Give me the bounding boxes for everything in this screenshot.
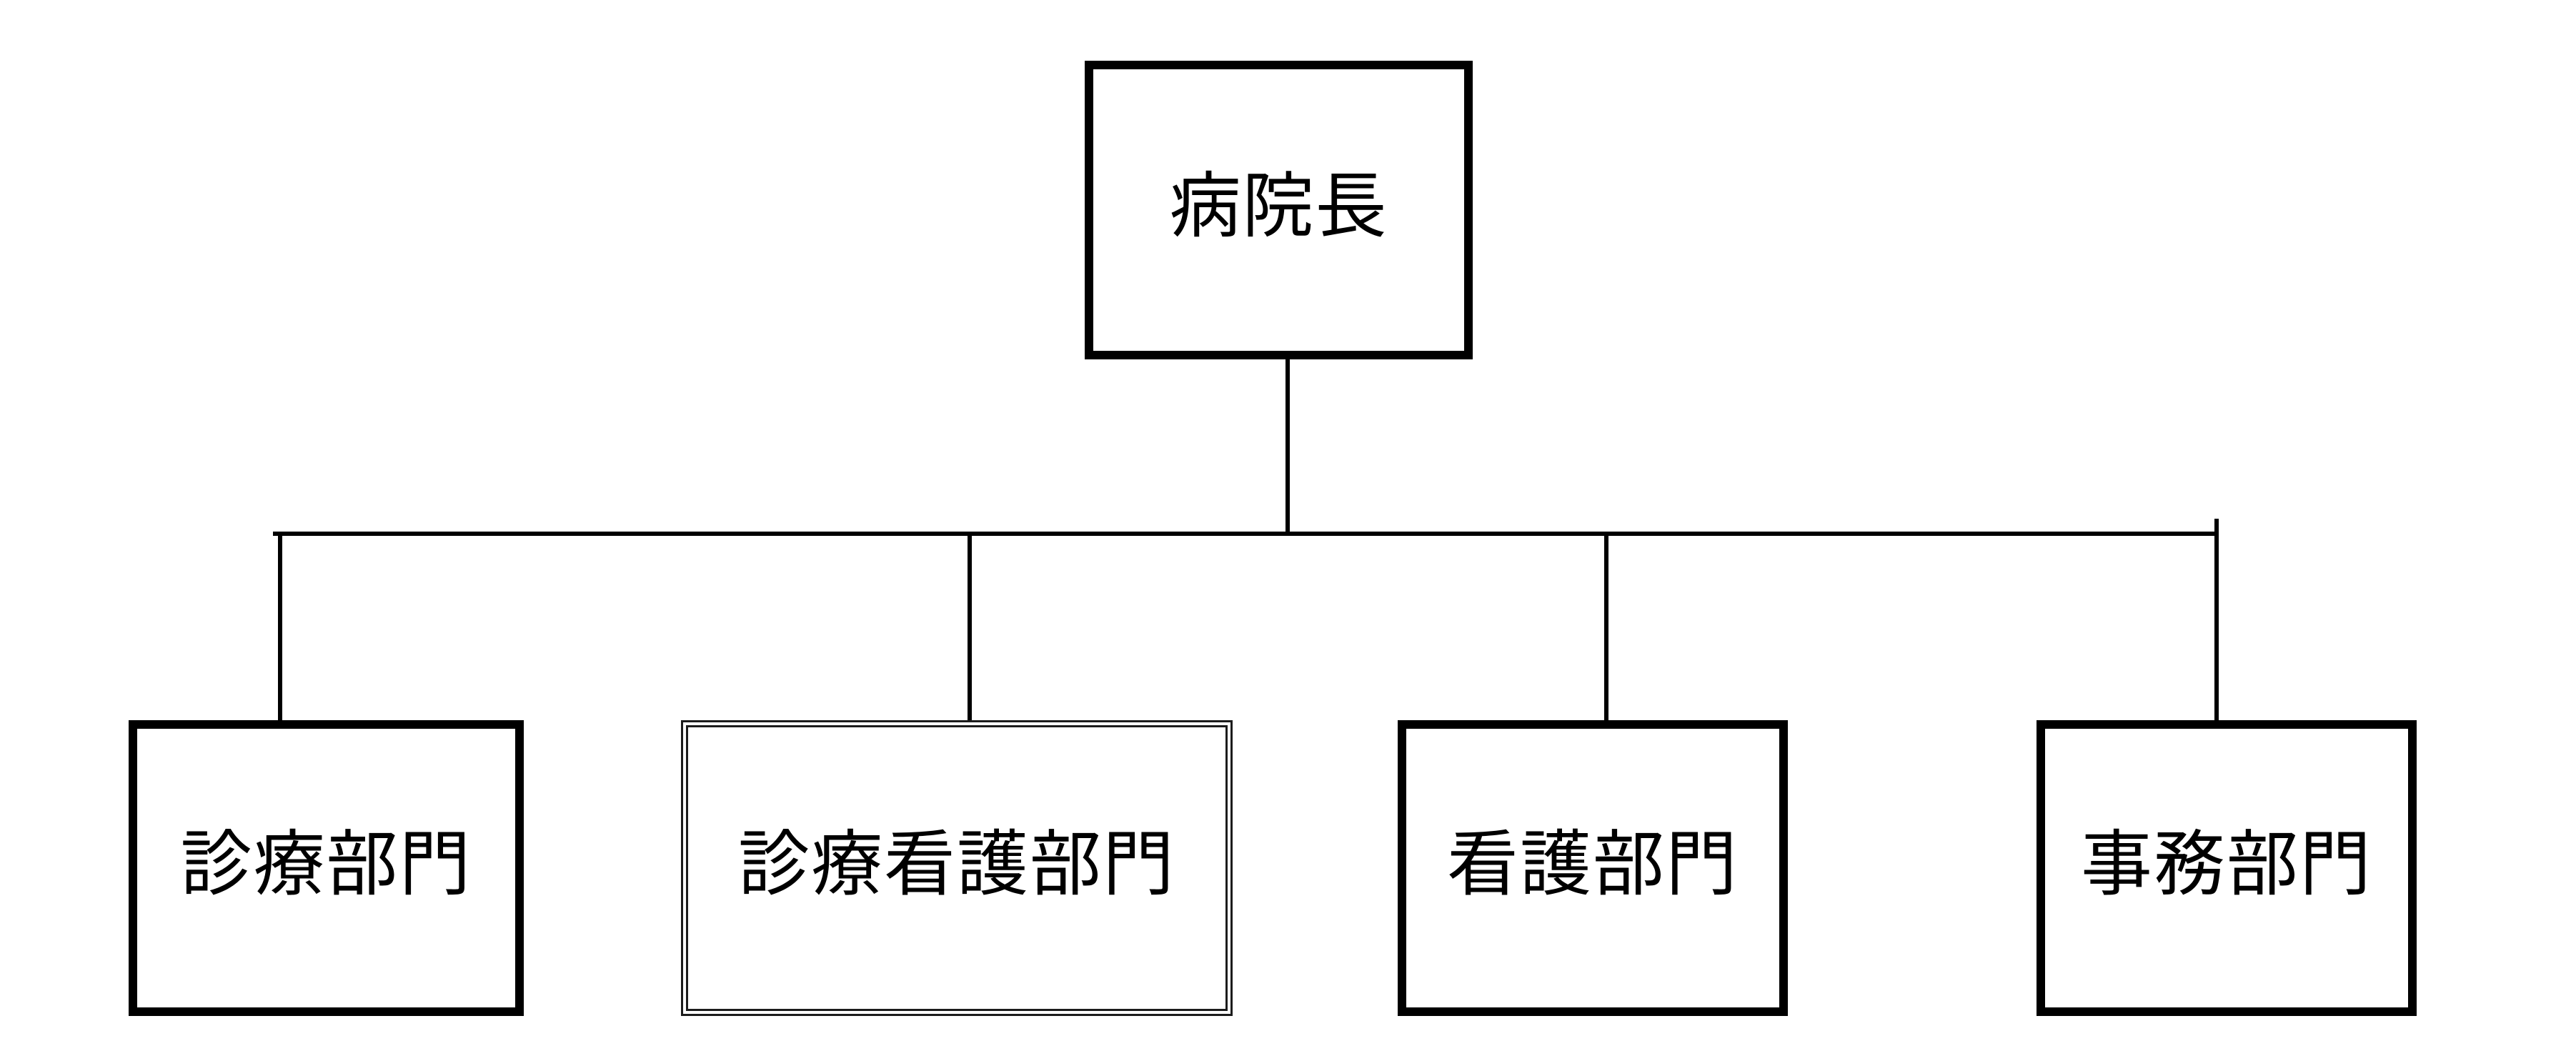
org-node-label: 事務部門 xyxy=(2081,825,2372,905)
org-node-medical-nursing-department: 診療看護部門 xyxy=(681,720,1233,1016)
org-node-hospital-director: 病院長 xyxy=(1085,61,1473,359)
org-node-label: 診療部門 xyxy=(180,825,472,905)
org-node-nursing-department: 看護部門 xyxy=(1398,720,1788,1016)
org-node-administrative-department: 事務部門 xyxy=(2037,720,2417,1016)
connector-drop-medical-nursing xyxy=(968,532,972,724)
org-node-medical-department: 診療部門 xyxy=(129,720,524,1016)
connector-drop-administrative xyxy=(2214,519,2219,724)
connector-horizontal-rail xyxy=(273,532,2219,536)
connector-drop-nursing xyxy=(1604,532,1608,724)
org-node-label: 看護部門 xyxy=(1447,825,1739,905)
connector-root-riser xyxy=(1285,356,1290,536)
org-node-label: 診療看護部門 xyxy=(738,825,1175,905)
connector-drop-medical xyxy=(278,532,282,724)
org-node-label: 病院長 xyxy=(1169,167,1388,246)
